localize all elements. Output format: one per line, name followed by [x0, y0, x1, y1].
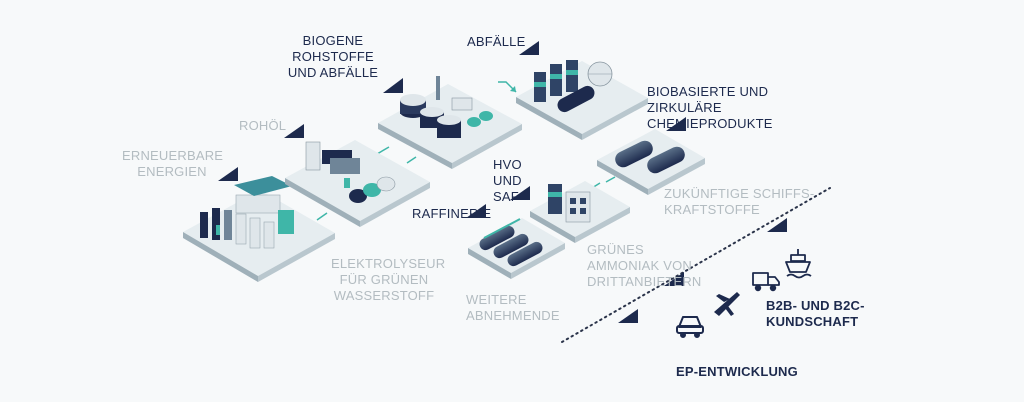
label-gruenes-ammoniak: GRÜNES AMMONIAK VON DRITTANBIETERN	[587, 242, 702, 289]
platform-electrolysis	[183, 176, 335, 282]
ship-icon	[785, 249, 812, 279]
plane-icon	[714, 292, 740, 316]
label-b2b-b2c-kundschaft: B2B- UND B2C- KUNDSCHAFT	[766, 298, 865, 329]
label-zukuenftige-schiffskraftstoffe: ZUKÜNFTIGE SCHIFFS- KRAFTSTOFFE	[664, 186, 815, 217]
label-markers	[218, 41, 787, 323]
platform-crude-oil	[285, 140, 430, 227]
label-hvo-saf: HVO UND SAF	[493, 157, 522, 204]
marker-raffinerie	[466, 204, 486, 218]
boundary-dotted-line	[561, 187, 831, 343]
label-erneuerbare-energien: ERNEUERBARE ENERGIEN	[122, 148, 224, 179]
marker-erneuerbare	[218, 167, 238, 181]
platform-refinery	[468, 218, 565, 279]
marker-gruenes	[664, 272, 684, 286]
truck-icon	[752, 272, 780, 292]
label-biogene-rohstoffe: BIOGENE ROHSTOFFE UND ABFÄLLE	[287, 33, 379, 80]
label-biobasierte-chemieprodukte: BIOBASIERTE UND ZIRKULÄRE CHEMIEPRODUKTE	[647, 84, 773, 131]
platform-biogenic	[378, 76, 522, 169]
label-abfaelle: ABFÄLLE	[467, 34, 526, 49]
marker-hvo	[510, 186, 530, 200]
label-ep-entwicklung: EP-ENTWICKLUNG	[676, 364, 798, 379]
platform-hvo	[530, 181, 630, 243]
label-weitere-abnehmende: WEITERE ABNEHMENDE	[466, 292, 560, 323]
marker-zukuenftige	[767, 218, 787, 232]
car-icon	[676, 316, 704, 338]
label-rohoel: ROHÖL	[239, 118, 287, 133]
label-elektrolyseur: ELEKTROLYSEUR FÜR GRÜNEN WASSERSTOFF	[331, 256, 446, 303]
marker-rohoel	[284, 124, 304, 138]
marker-ep	[618, 309, 638, 323]
platform-chemicals	[597, 129, 705, 195]
label-raffinerie: RAFFINERIE	[412, 206, 492, 221]
marker-abfaelle	[519, 41, 539, 55]
platform-waste	[516, 60, 648, 140]
marker-biobasierte	[666, 117, 686, 131]
marker-biogene	[383, 78, 403, 93]
